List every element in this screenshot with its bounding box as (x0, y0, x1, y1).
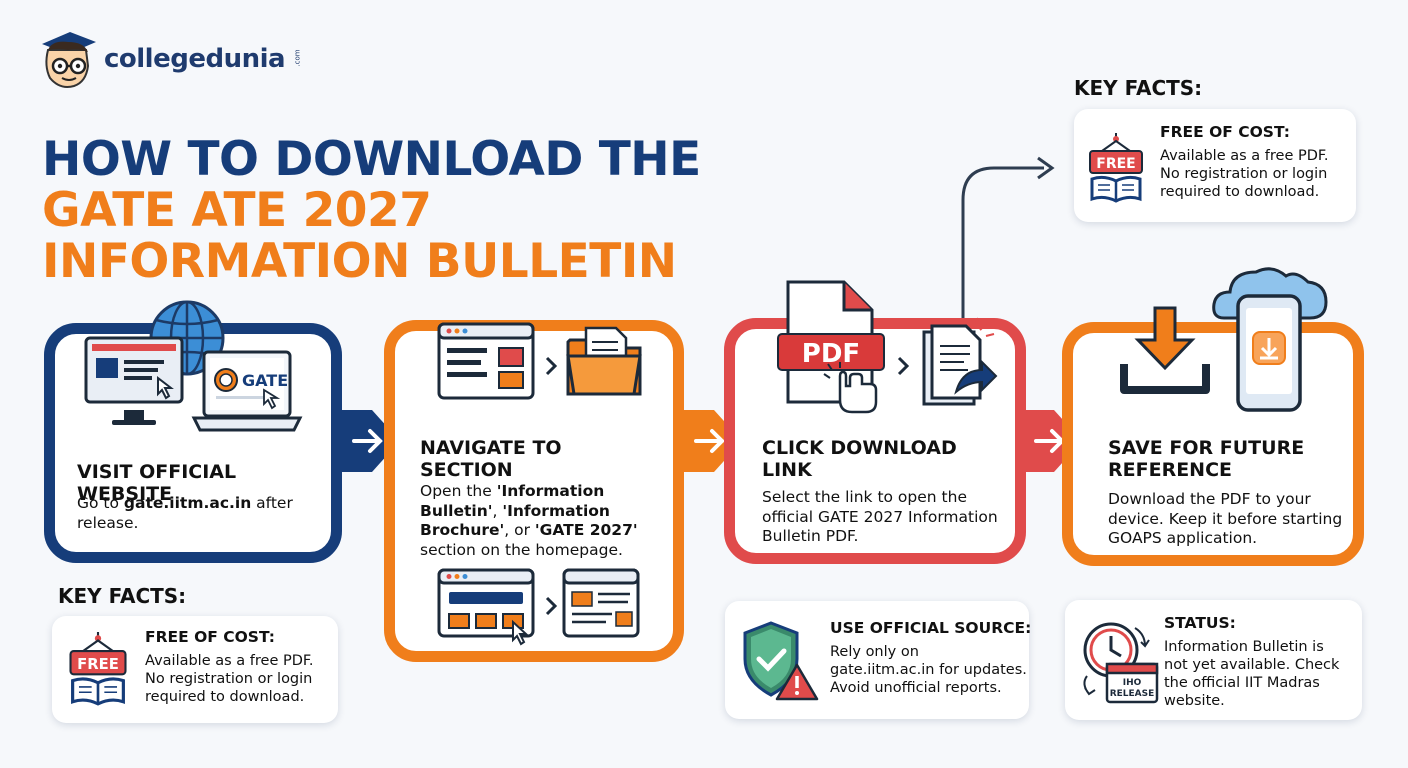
folder-icon (566, 326, 642, 396)
free-book-icon: FREE (69, 632, 127, 706)
fact-card-free-bottom: FREE FREE OF COST: Available as a free P… (52, 616, 338, 723)
cloud-phone-download-icon (1212, 267, 1328, 412)
pdf-label: PDF (802, 339, 860, 369)
free-badge-label: FREE (1096, 156, 1135, 172)
step-1-body: Go to gate.iitm.ac.in after release. (77, 494, 293, 532)
free-badge-label: FREE (77, 656, 119, 673)
fact-body: Available as a free PDF.No registration … (1160, 148, 1329, 200)
key-facts-label-bottom: KEY FACTS: (58, 584, 187, 608)
desktop-monitor-icon (84, 336, 184, 425)
download-tray-icon (1120, 306, 1210, 394)
chevron-right-icon (545, 356, 558, 376)
brand-tld: .com (293, 49, 302, 67)
chevron-right-icon (897, 356, 910, 376)
browser-window-icon (437, 322, 535, 400)
step-1-heading: VISIT OFFICIAL WEBSITE (77, 461, 237, 505)
document-share-icon (922, 317, 998, 406)
step-4-body: Download the PDF to your device. Keep it… (1108, 490, 1343, 547)
free-book-icon: FREE (1089, 133, 1143, 203)
laptop-gate-icon: GATE (191, 350, 303, 432)
step-3-body: Select the link to open the official GAT… (762, 488, 998, 545)
fact-title: USE OFFICIAL SOURCE: (830, 619, 1032, 637)
connector-arrow-icon (961, 156, 1055, 318)
fact-card-free-top: FREE FREE OF COST: Available as a free P… (1074, 109, 1356, 222)
fact-title: STATUS: (1164, 614, 1236, 632)
brand-name: collegedunia (104, 44, 286, 74)
step-2-body: Open the 'Information Bulletin', 'Inform… (420, 482, 638, 559)
pdf-document-icon: PDF (777, 280, 885, 414)
title-line-3: INFORMATION BULLETIN (42, 234, 677, 289)
key-facts-label-top: KEY FACTS: (1074, 76, 1203, 100)
calendar-label-2: RELEASE (1110, 689, 1155, 699)
title-line-1: HOW TO DOWNLOAD THE (42, 132, 701, 187)
fact-card-status: IHO RELEASE STATUS: Information Bulletin… (1065, 600, 1362, 720)
clock-calendar-icon: IHO RELEASE (1083, 622, 1159, 704)
browser-buttons-icon (437, 568, 535, 646)
fact-body: Available as a free PDF.No registration … (145, 653, 314, 705)
flow-arrow-1-icon (334, 410, 400, 472)
shield-warning-icon (743, 621, 819, 701)
chevron-right-icon (545, 596, 558, 616)
browser-document-icon (562, 568, 640, 638)
calendar-label-1: IHO (1123, 678, 1142, 688)
gate-label: GATE (242, 371, 288, 390)
fact-title: FREE OF COST: (145, 628, 275, 646)
title-line-2: GATE ATE 2027 (42, 183, 432, 238)
mascot-logo-icon (42, 32, 96, 88)
fact-title: FREE OF COST: (1160, 123, 1290, 141)
